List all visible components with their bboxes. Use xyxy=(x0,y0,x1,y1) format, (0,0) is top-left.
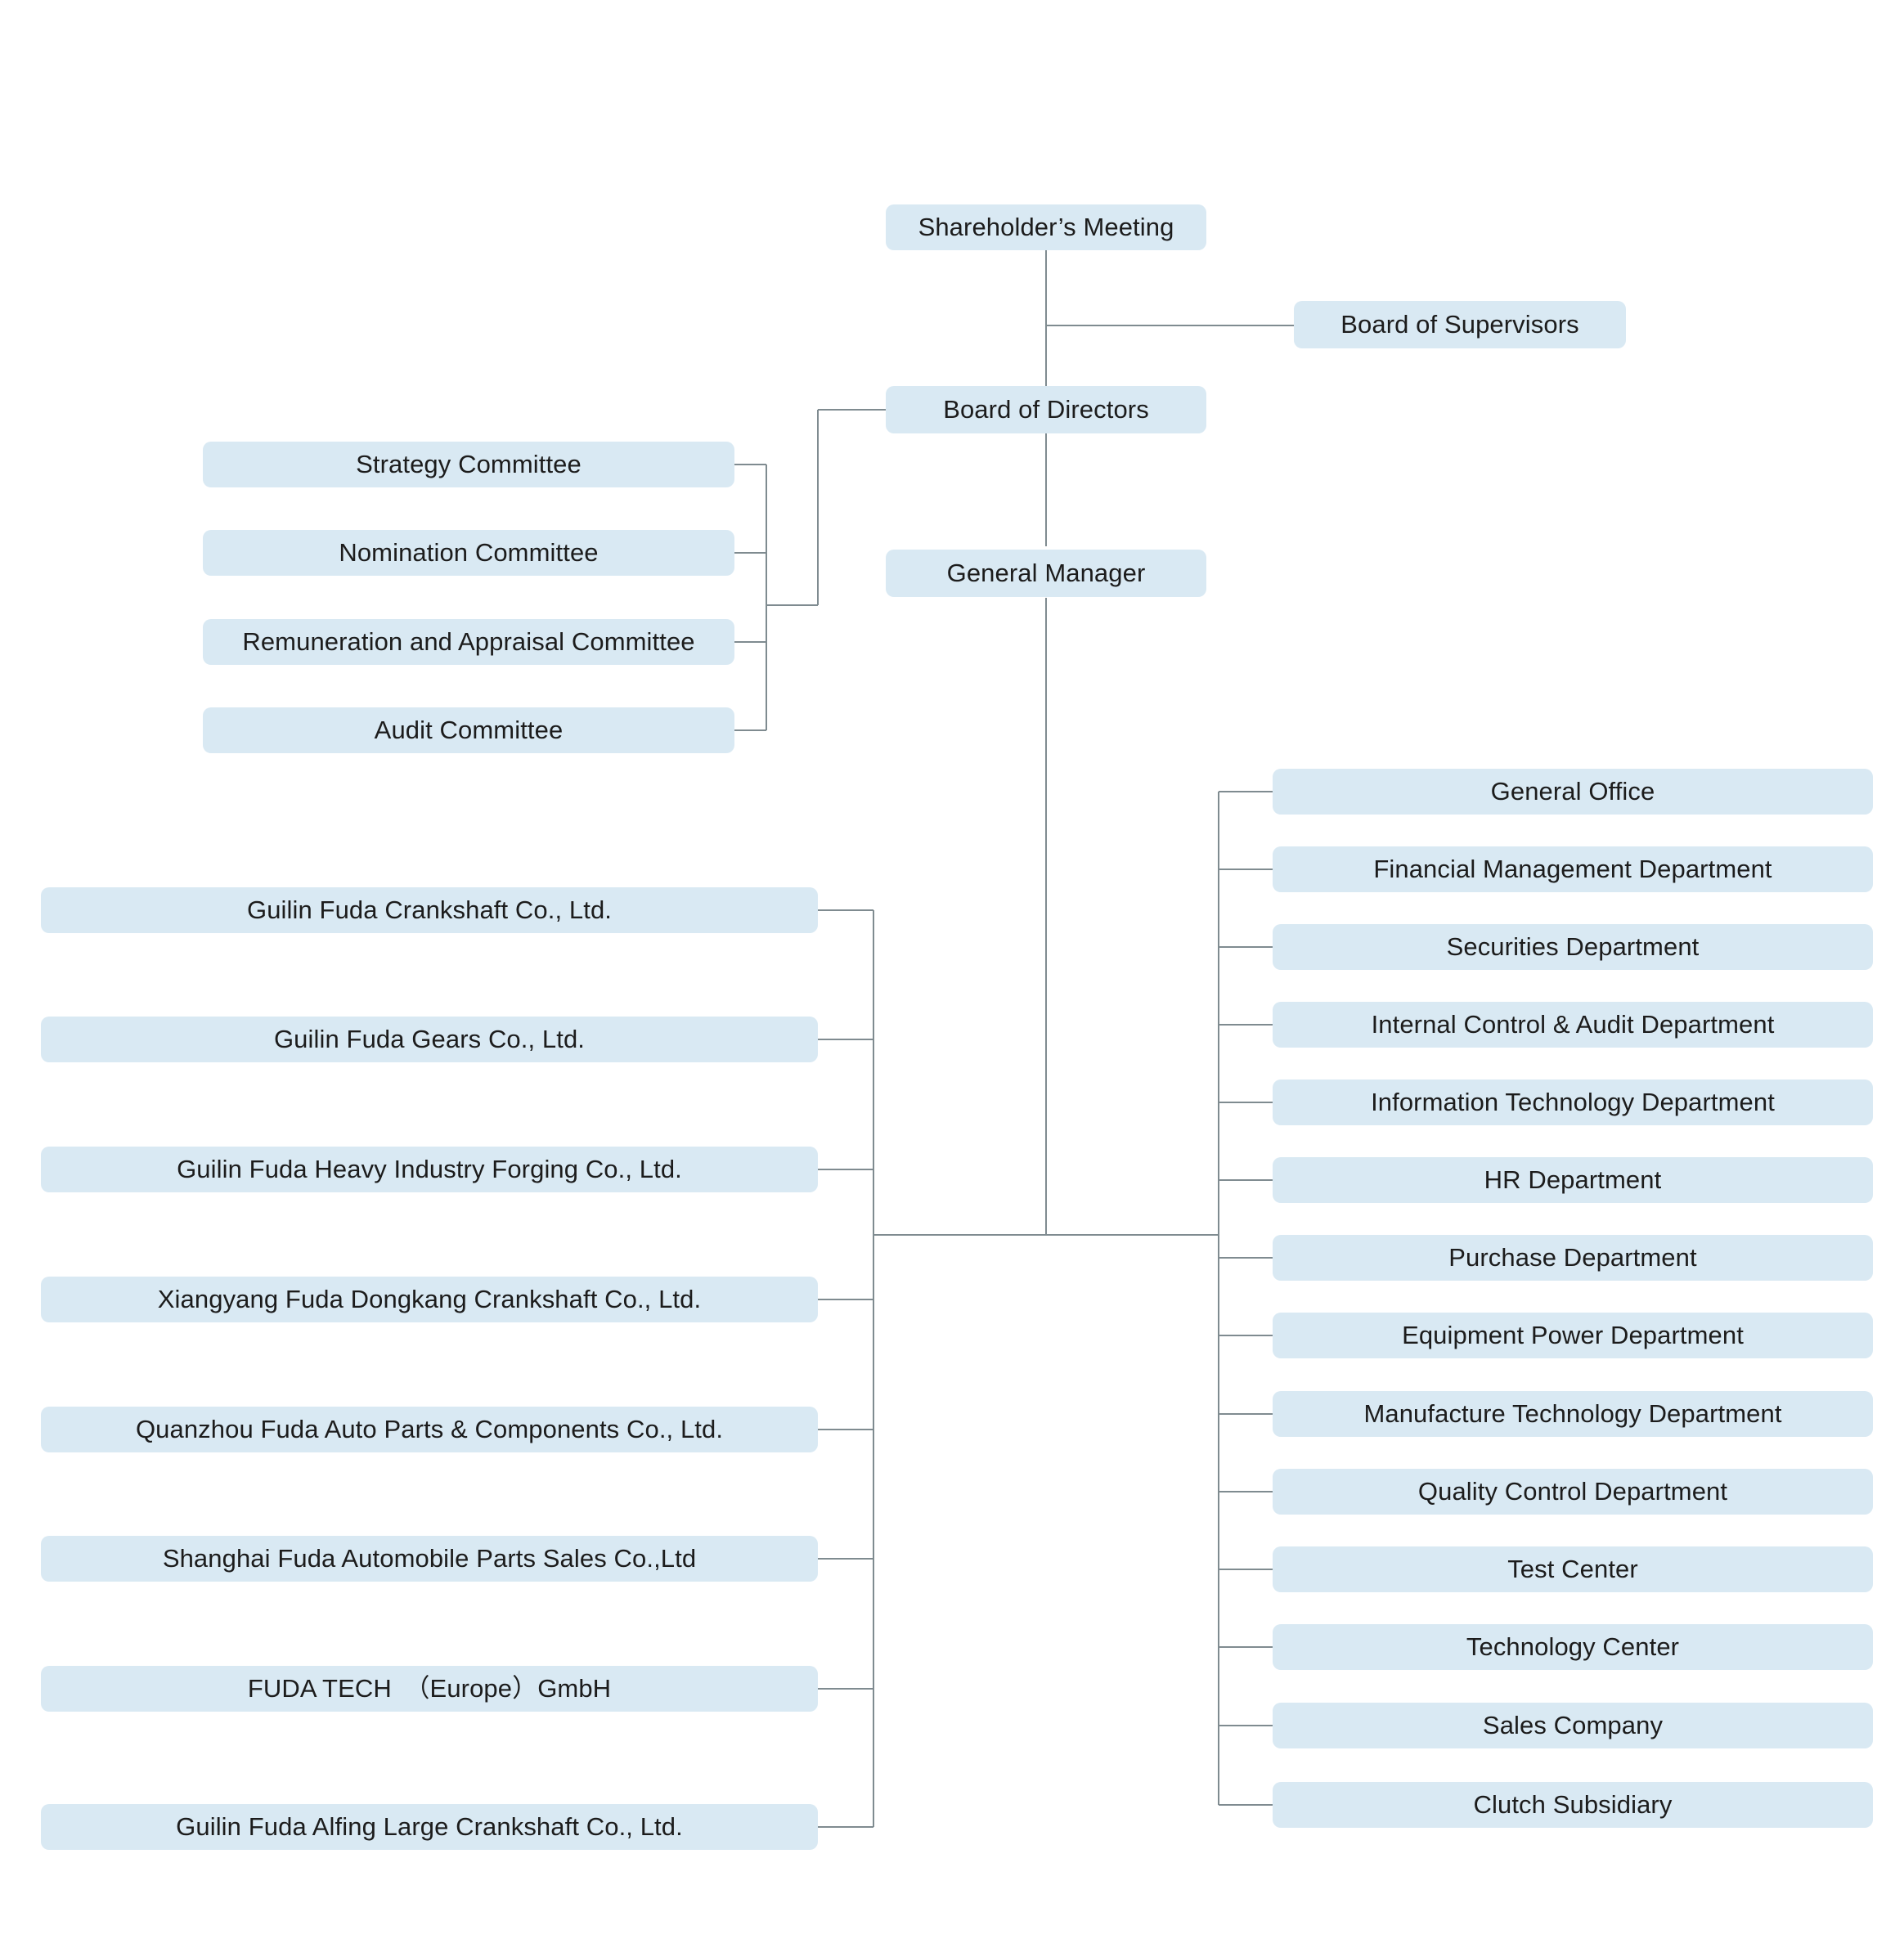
node-department-securities[interactable]: Securities Department xyxy=(1273,924,1873,970)
node-label: Quanzhou Fuda Auto Parts & Components Co… xyxy=(135,1414,724,1443)
node-subsidiary-guilin-fuda-crankshaft[interactable]: Guilin Fuda Crankshaft Co., Ltd. xyxy=(41,887,818,933)
node-department-technology-center[interactable]: Technology Center xyxy=(1273,1624,1873,1670)
node-subsidiary-xiangyang-fuda-dongkang-crankshaft[interactable]: Xiangyang Fuda Dongkang Crankshaft Co., … xyxy=(41,1277,818,1322)
node-label: Remuneration and Appraisal Committee xyxy=(242,626,695,656)
node-label: Guilin Fuda Crankshaft Co., Ltd. xyxy=(246,895,613,924)
node-department-manufacture-technology[interactable]: Manufacture Technology Department xyxy=(1273,1391,1873,1437)
node-subsidiary-fuda-tech-europe-gmbh[interactable]: FUDA TECH （Europe）GmbH xyxy=(41,1666,818,1712)
node-department-sales-company[interactable]: Sales Company xyxy=(1273,1703,1873,1748)
node-label: Board of Directors xyxy=(943,394,1149,424)
node-label: Securities Department xyxy=(1446,931,1700,961)
node-department-clutch-subsidiary[interactable]: Clutch Subsidiary xyxy=(1273,1782,1873,1828)
node-label: Guilin Fuda Heavy Industry Forging Co., … xyxy=(177,1154,682,1183)
node-label: Purchase Department xyxy=(1448,1242,1697,1272)
node-subsidiary-shanghai-fuda-automobile-parts-sales[interactable]: Shanghai Fuda Automobile Parts Sales Co.… xyxy=(41,1536,818,1582)
node-label: Nomination Committee xyxy=(339,537,599,567)
node-department-test-center[interactable]: Test Center xyxy=(1273,1546,1873,1592)
node-label: Board of Supervisors xyxy=(1340,309,1579,339)
node-department-financial-management[interactable]: Financial Management Department xyxy=(1273,846,1873,892)
node-department-hr[interactable]: HR Department xyxy=(1273,1157,1873,1203)
node-department-equipment-power[interactable]: Equipment Power Department xyxy=(1273,1313,1873,1358)
node-department-purchase[interactable]: Purchase Department xyxy=(1273,1235,1873,1281)
node-label: Manufacture Technology Department xyxy=(1363,1398,1782,1428)
node-subsidiary-quanzhou-fuda-auto-parts-components[interactable]: Quanzhou Fuda Auto Parts & Components Co… xyxy=(41,1407,818,1452)
node-label: HR Department xyxy=(1484,1165,1662,1194)
node-label: Clutch Subsidiary xyxy=(1473,1789,1673,1819)
node-strategy-committee[interactable]: Strategy Committee xyxy=(203,442,734,487)
node-department-general-office[interactable]: General Office xyxy=(1273,769,1873,815)
node-audit-committee[interactable]: Audit Committee xyxy=(203,707,734,753)
node-department-quality-control[interactable]: Quality Control Department xyxy=(1273,1469,1873,1515)
node-department-information-technology[interactable]: Information Technology Department xyxy=(1273,1079,1873,1125)
node-board-of-directors[interactable]: Board of Directors xyxy=(886,386,1206,433)
node-label: Test Center xyxy=(1507,1554,1638,1583)
node-subsidiary-guilin-fuda-heavy-industry-forging[interactable]: Guilin Fuda Heavy Industry Forging Co., … xyxy=(41,1147,818,1192)
node-label: Quality Control Department xyxy=(1417,1476,1728,1506)
node-label: Information Technology Department xyxy=(1371,1087,1775,1116)
node-label: Strategy Committee xyxy=(356,449,582,478)
node-label: FUDA TECH （Europe）GmbH xyxy=(247,1673,612,1703)
node-label: Sales Company xyxy=(1482,1710,1664,1739)
node-label: General Office xyxy=(1490,776,1655,806)
node-label: Technology Center xyxy=(1466,1632,1680,1661)
node-label: General Manager xyxy=(946,558,1146,587)
node-label: Xiangyang Fuda Dongkang Crankshaft Co., … xyxy=(157,1284,702,1313)
node-label: Shanghai Fuda Automobile Parts Sales Co.… xyxy=(162,1543,697,1573)
node-subsidiary-guilin-fuda-alfing-large-crankshaft[interactable]: Guilin Fuda Alfing Large Crankshaft Co.,… xyxy=(41,1804,818,1850)
node-label: Audit Committee xyxy=(374,715,564,744)
node-label: Internal Control & Audit Department xyxy=(1371,1009,1775,1039)
node-label: Guilin Fuda Alfing Large Crankshaft Co.,… xyxy=(176,1811,683,1841)
node-remuneration-and-appraisal-committee[interactable]: Remuneration and Appraisal Committee xyxy=(203,619,734,665)
node-subsidiary-guilin-fuda-gears[interactable]: Guilin Fuda Gears Co., Ltd. xyxy=(41,1017,818,1062)
node-label: Shareholder’s Meeting xyxy=(918,212,1174,241)
node-label: Guilin Fuda Gears Co., Ltd. xyxy=(273,1024,586,1053)
node-label: Financial Management Department xyxy=(1373,854,1772,883)
node-shareholders-meeting[interactable]: Shareholder’s Meeting xyxy=(886,204,1206,250)
node-board-of-supervisors[interactable]: Board of Supervisors xyxy=(1294,301,1626,348)
node-department-internal-control-audit[interactable]: Internal Control & Audit Department xyxy=(1273,1002,1873,1048)
node-nomination-committee[interactable]: Nomination Committee xyxy=(203,530,734,576)
node-label: Equipment Power Department xyxy=(1402,1320,1744,1349)
node-general-manager[interactable]: General Manager xyxy=(886,550,1206,597)
